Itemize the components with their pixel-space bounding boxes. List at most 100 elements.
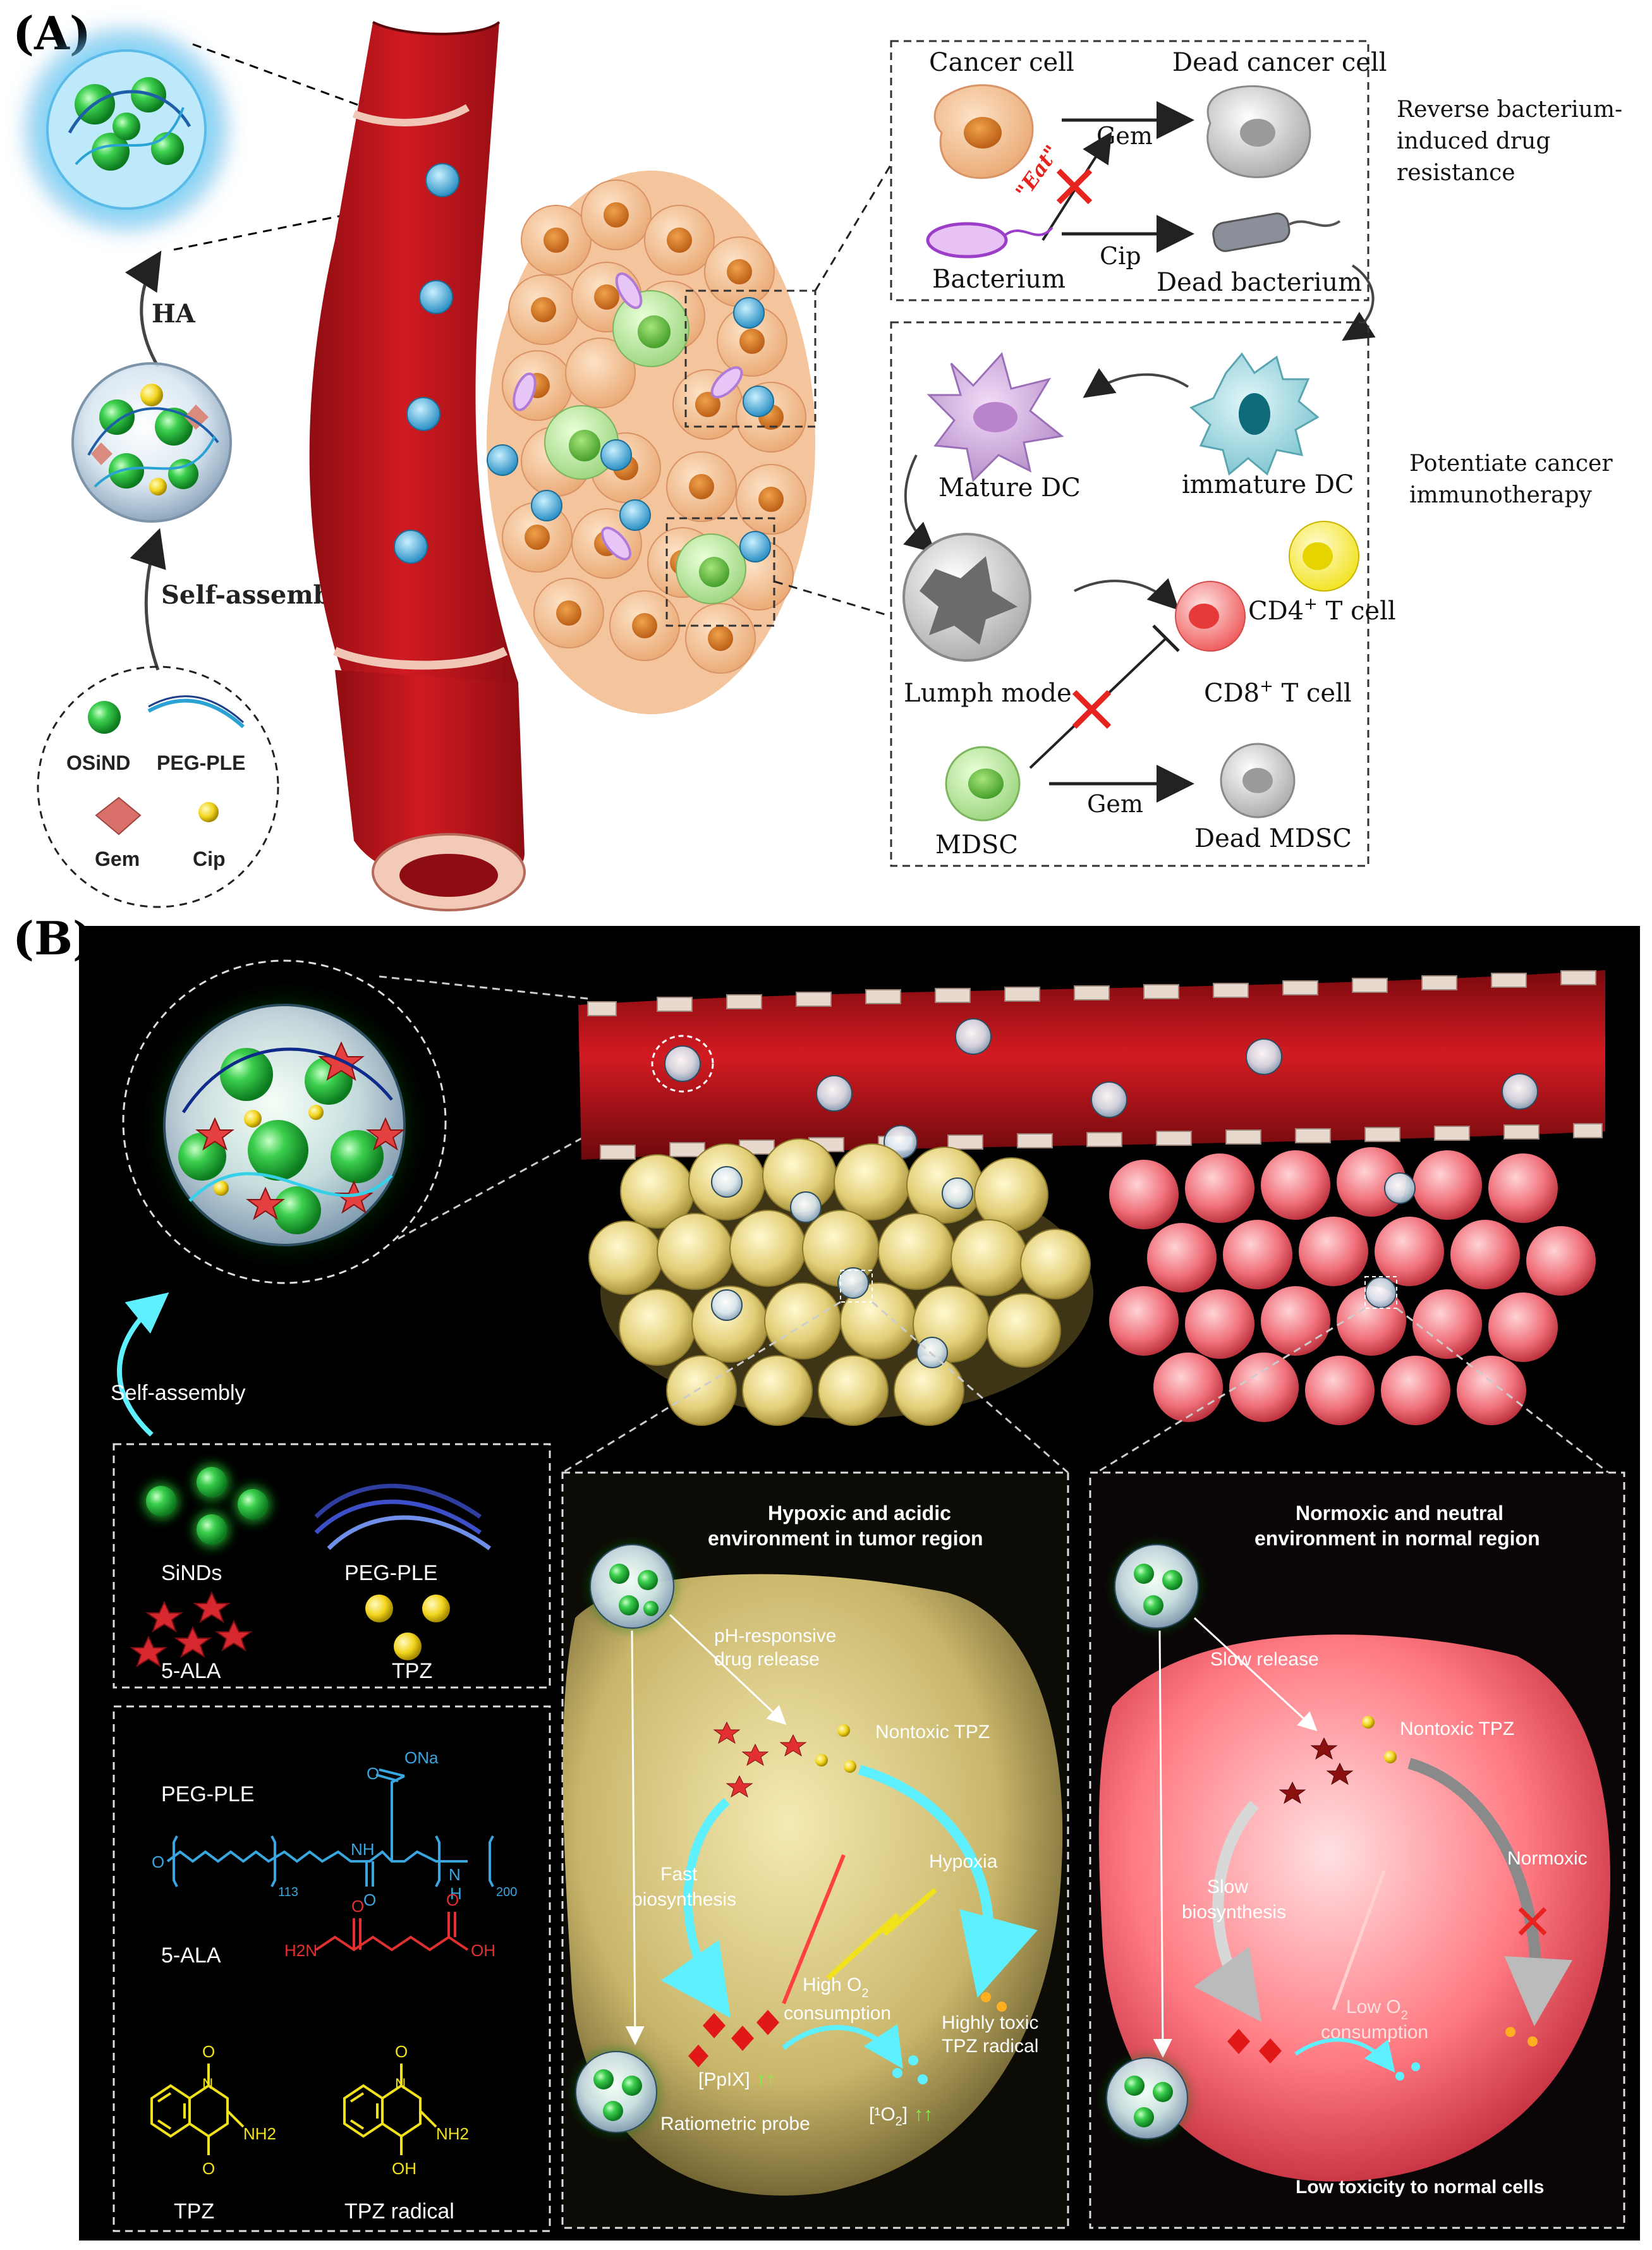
tpzr-n-top: N — [395, 2076, 406, 2093]
osind-label: OSiND — [66, 751, 130, 774]
ala-oh: OH — [471, 1941, 495, 1960]
nanoparticle-ha-coated — [16, 19, 237, 240]
ha-label: HA — [152, 299, 196, 329]
ala-o1: O — [351, 1897, 364, 1916]
pegple-h: H — [450, 1884, 462, 1903]
peg-ple-icon — [147, 698, 245, 729]
hypoxia-label: Hypoxia — [929, 1851, 998, 1872]
sinds-icon — [136, 1457, 278, 1555]
tumor-nontoxic-tpz: Nontoxic TPZ — [875, 1722, 990, 1742]
pegple-ona: ONa — [404, 1748, 439, 1767]
tpzr-nh2: NH2 — [436, 2124, 469, 2143]
ala-structure-label: 5-ALA — [161, 1943, 221, 1967]
components-box-b: SiNDs PEG-PLE 5-ALA TPZ — [112, 1443, 551, 1689]
pegple-sub113: 113 — [278, 1885, 298, 1899]
low-toxicity-label: Low toxicity to normal cells — [1296, 2177, 1544, 2198]
highly-toxic-line1: Highly toxic — [942, 2012, 1038, 2033]
tumor-particle-top — [581, 1536, 683, 1637]
tumor-tissue-a — [487, 164, 892, 714]
tpz-icon — [365, 1595, 450, 1660]
cancer-cell-label: Cancer cell — [929, 48, 1074, 77]
ala-o2: O — [446, 1890, 459, 1909]
note-resistance-line1: Reverse bacterium- — [1397, 97, 1622, 123]
tpz-nh2: NH2 — [243, 2124, 276, 2143]
panel-b: (B) — [13, 911, 1640, 2241]
ph-release-line1: pH-responsive — [714, 1626, 836, 1646]
cip-arrow-label: Cip — [1100, 242, 1141, 270]
note-immunotherapy-line1: Potentiate cancer — [1409, 451, 1613, 477]
pegple-sub200: 200 — [496, 1885, 517, 1899]
peg-ple-structure — [166, 1768, 494, 1887]
highly-toxic-line2: TPZ radical — [942, 2036, 1038, 2057]
note-resistance-line2: induced drug — [1397, 128, 1550, 154]
components-legend: OSiND PEG-PLE Gem Cip — [37, 666, 279, 908]
zoomed-nanoparticle — [122, 959, 447, 1284]
mdsc-label: MDSC — [935, 830, 1018, 860]
cd4-t-cell-label: CD4+ T cell — [1248, 595, 1396, 626]
normal-cluster-b — [1096, 1147, 1609, 1474]
pegple-o-left: O — [152, 1852, 164, 1871]
cd8-t-cell-label: CD8+ T cell — [1204, 677, 1352, 708]
side-notes: Reverse bacterium- induced drug resistan… — [1397, 97, 1622, 508]
tumor-cluster-b — [562, 1138, 1093, 1474]
normal-nontoxic-tpz: Nontoxic TPZ — [1400, 1718, 1514, 1739]
fast-line1: Fast — [660, 1864, 698, 1885]
normal-detail-box: Normoxic and neutral environment in norm… — [1089, 1471, 1625, 2229]
ph-release-line2: drug release — [714, 1649, 820, 1670]
gem-arrow-label-1: Gem — [1096, 122, 1153, 150]
peg-ple-structure-label: PEG-PLE — [161, 1782, 254, 1806]
sinds-label: SiNDs — [161, 1561, 222, 1585]
high-o2-line1: High O2 — [803, 1974, 869, 2000]
ala-structure — [315, 1912, 469, 1952]
ha-arrow — [125, 250, 162, 368]
self-assembly-arrow-b — [117, 1292, 169, 1437]
tumor-title-line1: Hypoxic and acidic — [768, 1502, 951, 1524]
cip-icon — [198, 802, 219, 822]
slow-biosynthesis-line2: biosynthesis — [1182, 1902, 1286, 1923]
panel-a: (A) HA — [13, 6, 1622, 911]
bacterium-label: Bacterium — [932, 265, 1066, 294]
gem-label: Gem — [95, 848, 140, 870]
slow-release-label: Slow release — [1210, 1649, 1319, 1670]
normoxic-label: Normoxic — [1507, 1848, 1588, 1869]
mature-dc-label: Mature DC — [938, 473, 1081, 502]
gem-icon — [95, 796, 142, 836]
immature-dc-label: immature DC — [1182, 470, 1354, 499]
tpz-n-top: N — [202, 2076, 213, 2093]
pegple-o-top: O — [367, 1764, 379, 1783]
blood-vessel-a — [309, 21, 526, 911]
normal-particle-bottom — [1098, 2049, 1196, 2148]
tpzr-oh: OH — [392, 2159, 416, 2178]
note-immunotherapy-line2: immunotherapy — [1409, 482, 1593, 508]
normal-title-line2: environment in normal region — [1254, 1527, 1540, 1550]
normal-title-line1: Normoxic and neutral — [1296, 1502, 1503, 1524]
tumor-detail-box: Hypoxic and acidic environment in tumor … — [561, 1471, 1069, 2229]
osind-icon — [88, 701, 121, 734]
ala-icon — [129, 1591, 253, 1668]
tpz-structure-label: TPZ — [174, 2199, 214, 2223]
peg-ple-label-b: PEG-PLE — [344, 1561, 437, 1585]
dead-mdsc-label: Dead MDSC — [1194, 824, 1352, 853]
ala-h2n: H2N — [284, 1941, 317, 1960]
cip-label: Cip — [193, 848, 226, 870]
ratiometric-probe-particle — [567, 2043, 665, 2141]
dead-bacterium-label: Dead bacterium — [1157, 268, 1362, 297]
tpz-structure — [150, 2064, 245, 2155]
nanoparticle-assembled — [71, 362, 232, 523]
red-x-block-1 — [1056, 168, 1093, 205]
slow-biosynthesis-line1: Slow — [1207, 1876, 1248, 1897]
dead-cancer-cell-label: Dead cancer cell — [1172, 48, 1387, 77]
singlet-o2-label: [¹O2]↑↑ — [869, 2104, 933, 2129]
red-x-block-2 — [1072, 690, 1112, 729]
pegple-nh: NH — [351, 1840, 375, 1859]
tpz-label-b: TPZ — [392, 1659, 432, 1683]
self-assembly-label-b: Self-assembly — [111, 1381, 246, 1405]
gem-arrow-label-2: Gem — [1087, 790, 1143, 818]
tpz-radical-structure — [343, 2064, 437, 2155]
low-o2-line1: Low O2 — [1346, 1997, 1408, 2022]
tumor-title-line2: environment in tumor region — [708, 1527, 983, 1550]
ala-label-b: 5-ALA — [161, 1659, 221, 1683]
ratiometric-label: Ratiometric probe — [660, 2113, 810, 2134]
tpz-o-top: O — [202, 2042, 215, 2061]
pplx-label: [PpIX]↑↑ — [698, 2069, 775, 2090]
